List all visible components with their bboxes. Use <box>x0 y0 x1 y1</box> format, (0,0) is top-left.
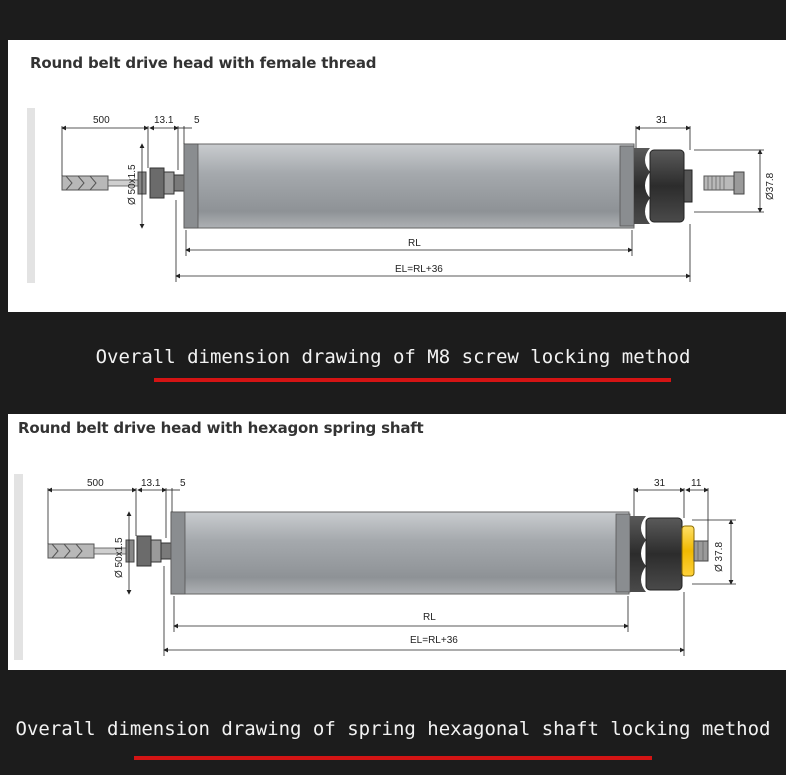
dim-diameter-37: Ø 37.8 <box>714 542 725 572</box>
hexagon-spring-shaft <box>681 525 709 577</box>
dim-13-1: 13.1 <box>141 478 161 489</box>
drawing-title: Round belt drive head with hexagon sprin… <box>18 419 424 437</box>
dim-rl: RL <box>408 238 421 249</box>
drawing-title: Round belt drive head with female thread <box>30 54 377 72</box>
round-belt-drive-head <box>634 148 693 224</box>
dim-el: EL=RL+36 <box>410 635 458 646</box>
caption-underline <box>154 378 671 382</box>
dim-5: 5 <box>180 478 186 489</box>
roller-tube <box>170 511 630 595</box>
caption-m8-screw: Overall dimension drawing of M8 screw lo… <box>95 346 691 368</box>
dim-rl: RL <box>423 612 436 623</box>
dim-diameter-50: Ø 50x1.5 <box>114 537 125 578</box>
round-belt-drive-head <box>630 516 683 592</box>
roller-tube <box>183 143 635 229</box>
caption-underline <box>134 756 652 760</box>
dim-el: EL=RL+36 <box>395 264 443 275</box>
hex-nut-icon <box>136 535 172 567</box>
left-frame-bar <box>27 108 35 283</box>
dim-500: 500 <box>87 478 104 489</box>
dim-31: 31 <box>654 478 666 489</box>
dim-diameter-37: Ø37.8 <box>765 172 776 200</box>
caption-spring-hexagonal-shaft: Overall dimension drawing of spring hexa… <box>15 718 771 740</box>
dim-500: 500 <box>93 115 110 126</box>
dim-5: 5 <box>194 115 200 126</box>
hex-nut-icon <box>149 167 185 199</box>
m8-screw-icon <box>703 171 745 195</box>
dim-13-1: 13.1 <box>154 115 174 126</box>
dim-11: 11 <box>691 478 702 489</box>
dim-31: 31 <box>656 115 668 126</box>
left-frame-bar <box>14 474 23 660</box>
dim-diameter-50: Ø 50x1.5 <box>127 164 138 205</box>
